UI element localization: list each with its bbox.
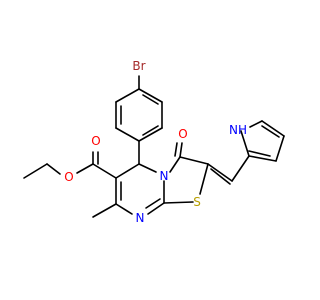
bond: [231, 155, 250, 182]
bond: [169, 156, 181, 173]
pyrrole-ring: [240, 120, 285, 162]
bond: [142, 125, 159, 136]
bromophenyl-group: [115, 75, 163, 165]
structure-svg: Br O O O N N NH S: [23, 59, 285, 225]
ester-ether-oxygen-label: O: [64, 170, 73, 184]
sulfur-atom-label: S: [193, 195, 201, 209]
bond: [179, 142, 183, 158]
bond: [240, 130, 250, 157]
bond: [199, 163, 209, 195]
pyrimidine-ring: [115, 163, 165, 215]
bond: [147, 202, 165, 215]
bond: [142, 94, 159, 105]
bond: [174, 142, 178, 157]
bond: [248, 150, 271, 157]
bond: [92, 163, 117, 179]
bromine-atom-label: Br: [132, 59, 145, 73]
bond: [145, 198, 161, 209]
imine-nitrogen-label: N: [136, 211, 145, 225]
bond: [248, 155, 277, 162]
bond: [163, 201, 194, 204]
ketone-oxygen-label: O: [178, 127, 187, 141]
ester-carbonyl-oxygen-label: O: [91, 134, 100, 148]
bond: [115, 127, 140, 142]
bond: [210, 168, 231, 185]
bond: [138, 163, 157, 173]
bond: [115, 88, 140, 103]
bond: [207, 163, 233, 182]
bond: [275, 135, 285, 162]
methyl-bond: [92, 203, 117, 218]
bond: [261, 120, 285, 137]
ring-nitrogen-label: N: [160, 169, 169, 183]
bond: [115, 163, 140, 179]
bond: [138, 127, 163, 142]
bond: [23, 163, 48, 179]
bond: [179, 156, 209, 165]
bond: [138, 88, 163, 103]
ethyl-ester-group: [23, 151, 117, 179]
bond: [115, 203, 133, 215]
thiazolidinone-ring: [163, 142, 209, 204]
bond: [76, 163, 94, 174]
bond: [46, 163, 61, 175]
molecule-diagram: Br O O O N N NH S: [23, 59, 285, 225]
bond: [261, 125, 280, 138]
pyrrole-nh-label: NH: [229, 123, 247, 137]
bond: [249, 120, 263, 128]
